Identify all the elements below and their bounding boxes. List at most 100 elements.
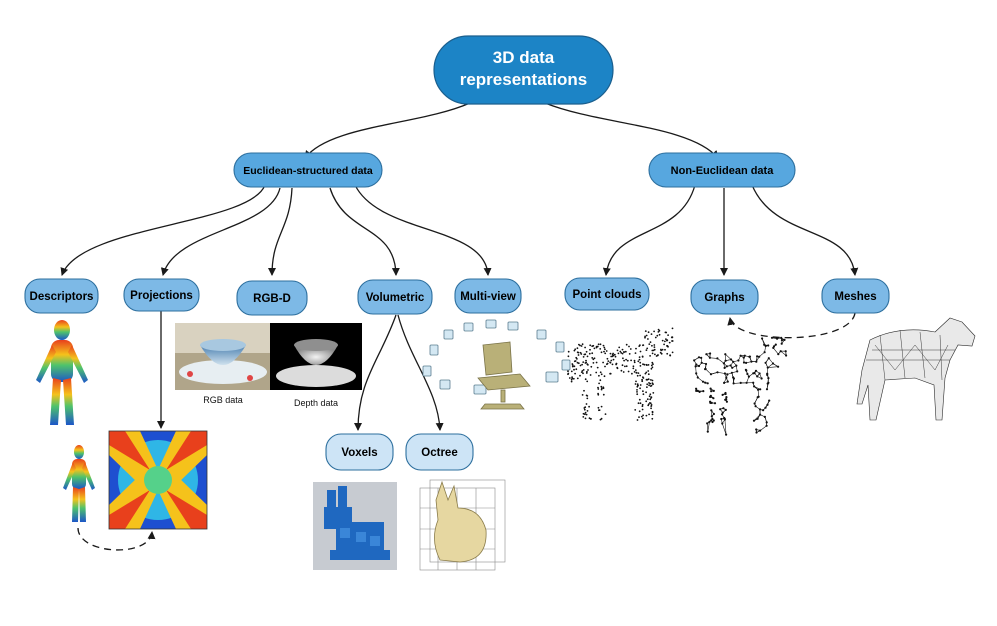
point-cloud-dot <box>587 369 589 371</box>
point-cloud-dot <box>605 350 608 352</box>
point-cloud-dot <box>598 382 600 385</box>
point-cloud-dot <box>618 346 621 349</box>
graph-node <box>712 397 715 400</box>
edge-volumetric-voxels <box>354 314 397 431</box>
point-cloud-dot <box>621 348 624 351</box>
graph-node <box>716 357 719 360</box>
node-octree-label: Octree <box>421 447 457 459</box>
graph-node <box>763 343 766 346</box>
node-projections: Projections <box>123 278 200 312</box>
point-cloud-dot <box>648 384 650 387</box>
point-cloud-dot <box>623 351 625 354</box>
point-cloud-dot <box>638 416 640 418</box>
graph-node <box>723 416 726 420</box>
graph-edge <box>706 423 709 432</box>
point-cloud-dot <box>645 349 648 351</box>
graph-edge <box>722 423 727 435</box>
point-cloud-dot <box>570 380 573 383</box>
point-cloud-dot <box>586 397 589 400</box>
point-cloud-dot <box>599 371 602 374</box>
point-cloud-dot <box>625 365 628 368</box>
point-cloud-dot <box>619 350 622 353</box>
point-cloud-dot <box>571 364 574 366</box>
point-cloud-dot <box>663 343 665 346</box>
point-cloud-dot <box>577 354 580 356</box>
point-cloud-dot <box>607 360 610 362</box>
graph-node <box>693 359 696 362</box>
graph-node <box>768 399 771 402</box>
point-cloud-dot <box>638 356 641 358</box>
point-cloud-dot <box>641 378 643 381</box>
node-volumetric-label: Volumetric <box>366 292 425 304</box>
point-cloud-dot <box>668 341 671 344</box>
point-cloud-dot <box>664 340 666 343</box>
graph-node <box>763 351 766 354</box>
graph-node <box>765 421 768 424</box>
graph-node <box>706 382 709 385</box>
graph-node <box>732 376 735 379</box>
graph-node <box>736 370 739 373</box>
point-cloud-dot <box>645 414 648 417</box>
graph-edge <box>705 368 712 375</box>
point-cloud-dot <box>669 354 672 357</box>
node-voxels: Voxels <box>325 433 394 471</box>
multiview-image <box>422 319 571 410</box>
point-cloud-dot <box>639 350 642 353</box>
graph-node <box>725 433 728 436</box>
depth-image <box>270 323 362 390</box>
root-node: 3D data representations <box>433 35 614 105</box>
point-cloud-dot <box>650 367 653 370</box>
point-cloud-dot <box>603 375 606 378</box>
point-cloud-dot <box>653 346 656 348</box>
point-cloud-dot <box>600 385 603 388</box>
point-cloud-dot <box>609 352 612 355</box>
point-cloud-dot <box>581 363 583 366</box>
depth-caption: Depth data <box>294 398 338 408</box>
point-cloud-dot <box>633 361 636 364</box>
point-cloud-dot <box>641 405 644 408</box>
point-cloud-dot <box>671 351 674 354</box>
graph-node <box>763 415 767 418</box>
graph-node <box>725 396 728 399</box>
graph-node <box>696 389 699 392</box>
node-projections-label: Projections <box>130 290 193 302</box>
point-cloud-dot <box>595 371 598 374</box>
point-cloud-dot <box>610 359 613 362</box>
point-cloud-dot <box>639 402 642 405</box>
point-cloud-dot <box>625 343 628 346</box>
point-cloud-dot <box>575 368 578 371</box>
point-cloud-dot <box>643 363 646 366</box>
graph-edge <box>707 421 710 432</box>
graph-node <box>755 428 758 431</box>
point-cloud-dot <box>657 354 659 356</box>
edge-root-euclidean <box>304 102 471 159</box>
point-cloud-dot <box>650 364 653 367</box>
point-cloud-dot <box>644 330 647 332</box>
graph-node <box>710 390 713 393</box>
graph-edge <box>697 377 704 382</box>
graph-edge <box>773 347 779 355</box>
point-cloud-dot <box>603 350 605 353</box>
point-cloud-dot <box>616 367 619 370</box>
graph-horse-image <box>693 336 788 436</box>
point-cloud-dot <box>613 353 616 356</box>
category-euclidean: Euclidean-structured data <box>233 152 383 188</box>
octree-image <box>419 479 506 571</box>
point-cloud-dot <box>579 374 581 377</box>
point-cloud-dot <box>645 400 648 403</box>
point-cloud-dot <box>595 361 598 364</box>
point-cloud-dot <box>586 380 589 383</box>
point-cloud-dot <box>584 406 587 409</box>
point-cloud-dot <box>592 358 595 361</box>
point-cloud-dot <box>647 370 650 372</box>
point-cloud-dot <box>573 365 576 368</box>
point-cloud-dot <box>655 355 658 357</box>
projection-heatmap-image <box>108 430 208 530</box>
point-cloud-dot <box>578 343 580 346</box>
point-cloud-dot <box>650 407 652 410</box>
point-cloud-dot <box>634 409 637 411</box>
point-cloud-dot <box>609 361 611 364</box>
graph-node <box>696 376 699 379</box>
point-cloud-dot <box>577 362 580 365</box>
